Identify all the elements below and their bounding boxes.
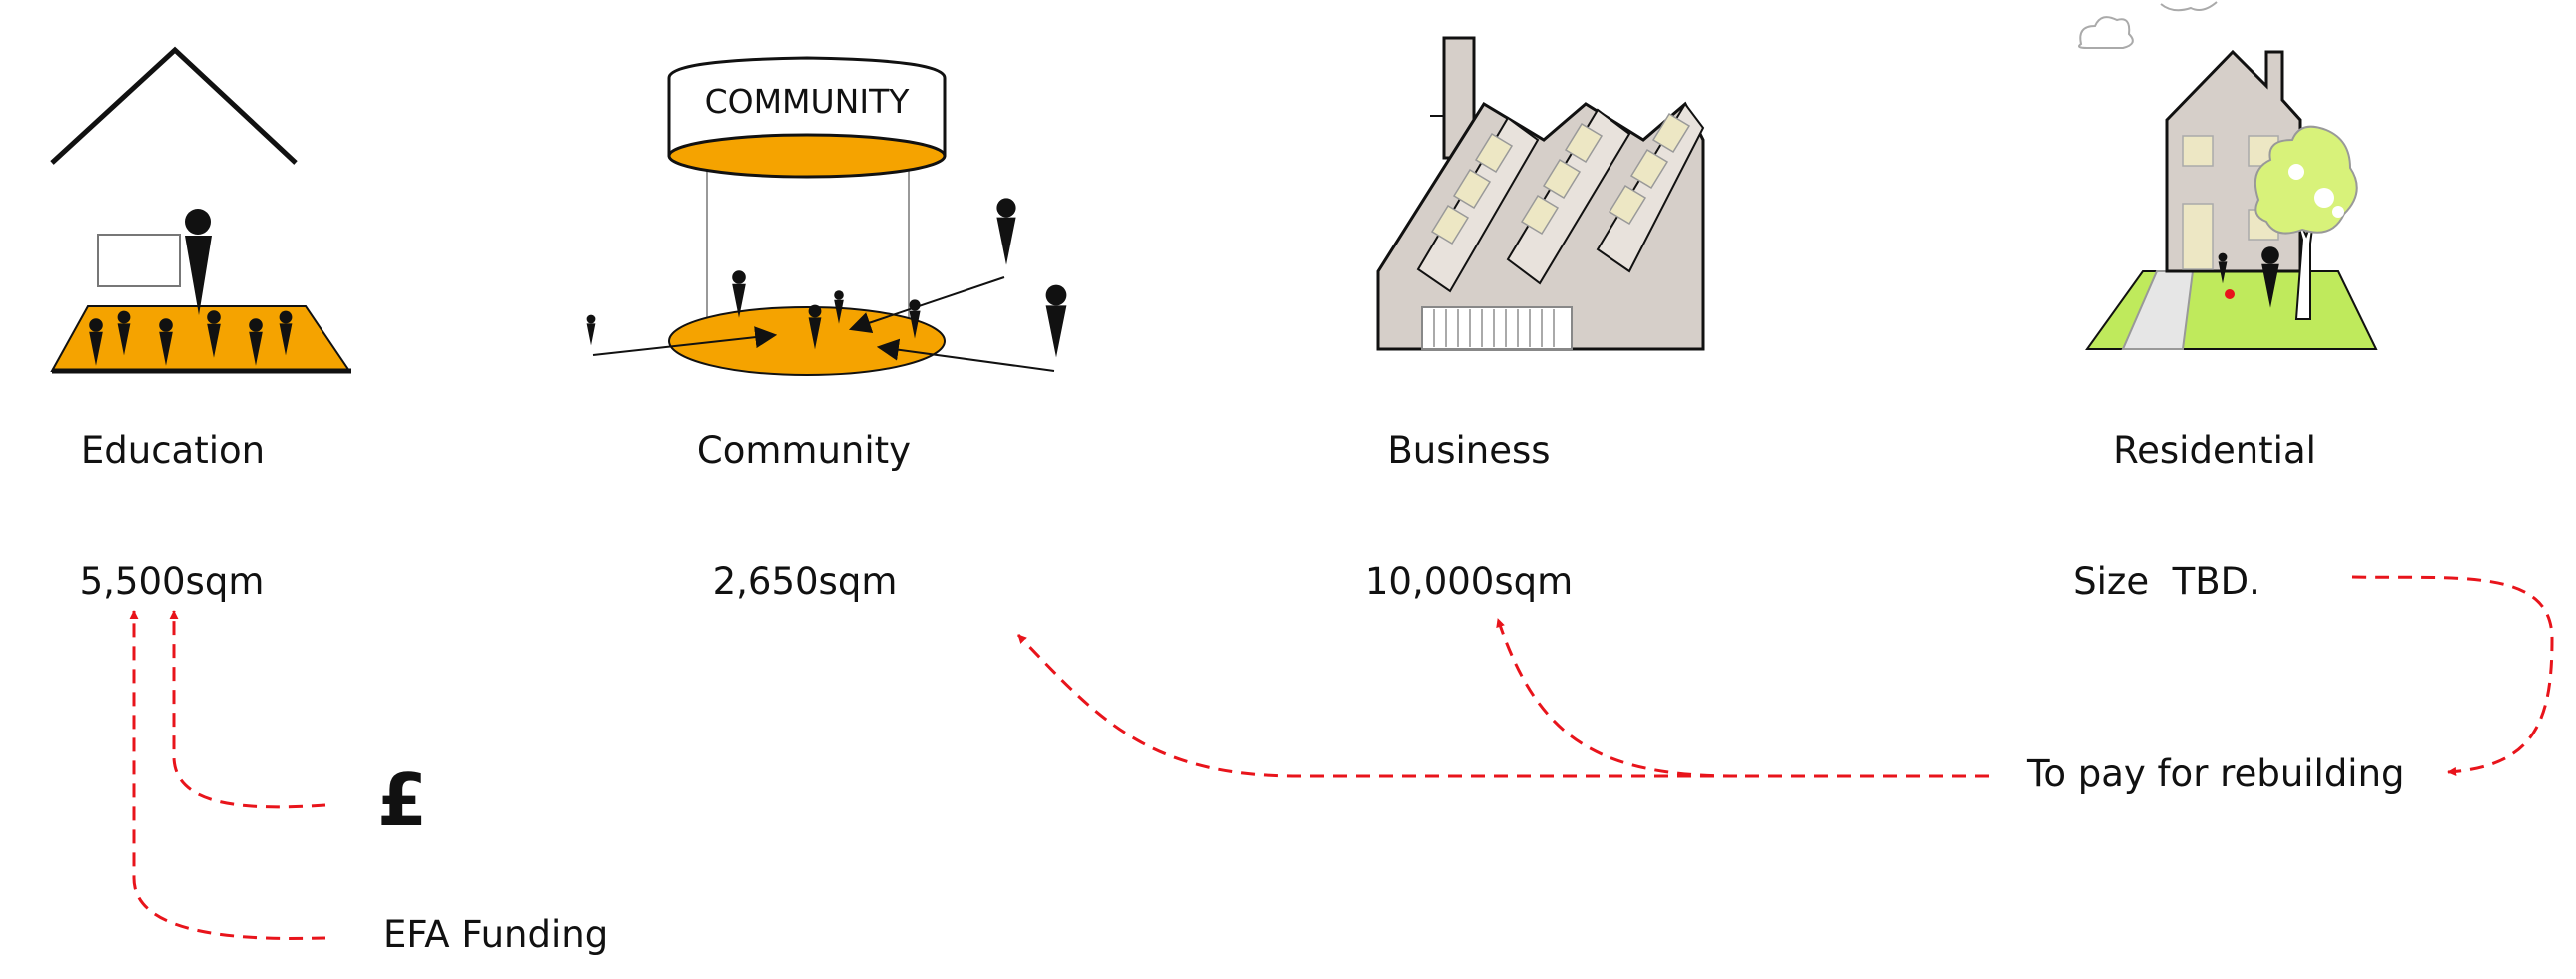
sector-name-residential: Residential: [2113, 429, 2316, 472]
cloud-icon: [2078, 1, 2218, 49]
ball: [2225, 289, 2235, 299]
sector-name-business: Business: [1387, 429, 1551, 472]
roof-line: [50, 46, 298, 165]
funding-flow-arrows: [129, 575, 2554, 940]
community-sign: [667, 56, 947, 157]
arrow-rebuild-to-business: [1496, 618, 1738, 778]
teacher-figure: [185, 209, 212, 315]
arrow-pound-to-education: [169, 610, 326, 809]
converging-arrows: [592, 276, 1055, 372]
loading-door: [1421, 306, 1573, 350]
classroom-icon: [50, 46, 351, 374]
sector-area-community: 2,650sqm: [712, 560, 898, 603]
sector-area-education: 5,500sqm: [79, 560, 265, 603]
factory-icon: [1376, 36, 1705, 351]
community-sign-text: COMMUNITY: [705, 82, 911, 121]
front-door: [2182, 203, 2214, 270]
community-hub-icon: COMMUNITY: [586, 56, 1067, 376]
skylight-windows: [1430, 112, 1691, 245]
sector-area-residential: Size TBD.: [2073, 560, 2260, 603]
arrow-residential-to-rebuilding: [2351, 575, 2554, 776]
efa-funding-label: EFA Funding: [383, 913, 609, 956]
community-gathering-area: [668, 306, 946, 376]
pound-symbol: £: [377, 758, 428, 842]
sector-name-education: Education: [80, 429, 266, 472]
arrow-rebuild-to-community: [1016, 633, 1737, 778]
whiteboard: [97, 234, 181, 287]
tree-icon: [2254, 125, 2358, 320]
sector-name-community: Community: [696, 429, 912, 472]
sector-area-business: 10,000sqm: [1364, 560, 1574, 603]
house-icon: [2078, 1, 2378, 350]
arrow-efa-to-education: [129, 610, 326, 940]
rebuilding-label: To pay for rebuilding: [2027, 752, 2405, 795]
